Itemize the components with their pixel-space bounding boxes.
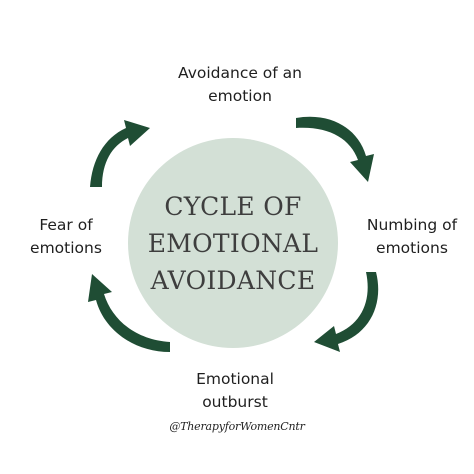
- center-title-line-3: AVOIDANCE: [150, 265, 316, 295]
- node-fear-line-1: Fear of: [39, 216, 93, 234]
- node-avoidance-line-2: emotion: [208, 87, 272, 105]
- node-fear-line-2: emotions: [30, 239, 102, 257]
- node-numbing-line-2: emotions: [376, 239, 448, 257]
- arrow-fear-to-avoidance: [90, 120, 150, 187]
- center-title-line-2: EMOTIONAL: [147, 228, 319, 258]
- signature-handle: @TherapyforWomenCntr: [169, 420, 305, 433]
- node-outburst-line-1: Emotional: [196, 370, 274, 388]
- node-outburst-line-2: outburst: [202, 393, 268, 411]
- node-numbing-line-1: Numbing of: [366, 216, 458, 234]
- node-numbing-of-emotions: Numbing of emotions: [352, 214, 472, 260]
- arrow-avoidance-to-numbing: [296, 116, 374, 182]
- center-circle: CYCLE OF EMOTIONAL AVOIDANCE: [128, 138, 338, 348]
- arrow-outburst-to-fear: [88, 274, 170, 352]
- center-title-line-1: CYCLE OF: [164, 191, 302, 221]
- arrow-numbing-to-outburst: [314, 272, 379, 352]
- node-fear-of-emotions: Fear of emotions: [8, 214, 124, 260]
- node-avoidance-line-1: Avoidance of an: [178, 64, 302, 82]
- node-emotional-outburst: Emotional outburst: [150, 368, 320, 414]
- node-avoidance-of-emotion: Avoidance of an emotion: [140, 62, 340, 108]
